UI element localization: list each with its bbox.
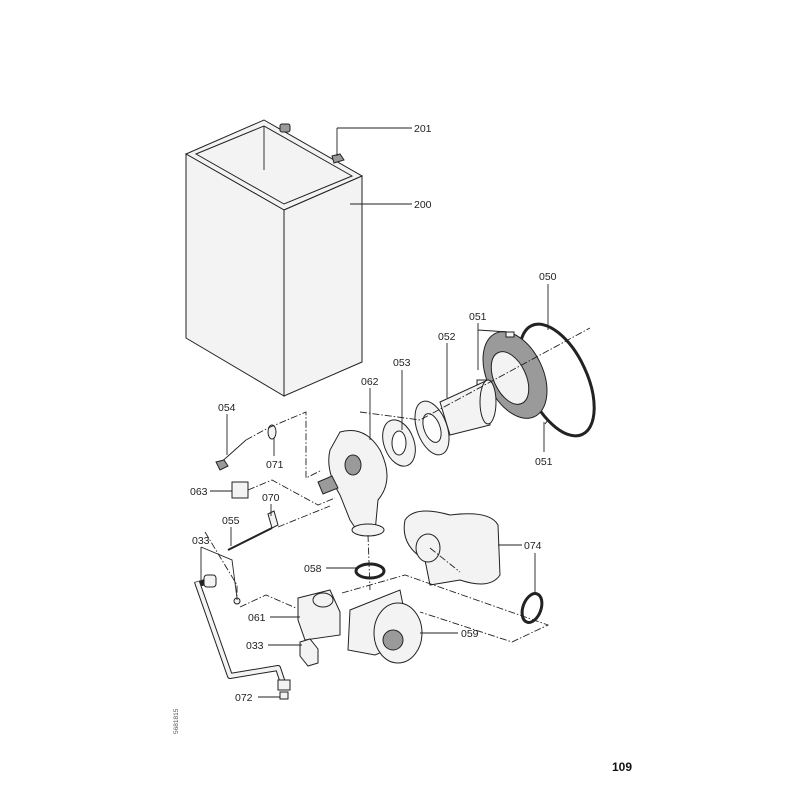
page-number: 109 xyxy=(612,760,632,774)
air-intake-pipe-part-074 xyxy=(403,510,501,586)
label-055: 055 xyxy=(222,515,240,527)
label-200: 200 xyxy=(414,199,432,211)
gasket-part-053 xyxy=(382,419,416,467)
document-number: 5681815 xyxy=(173,708,180,734)
label-071: 071 xyxy=(266,459,284,471)
label-058: 058 xyxy=(304,563,322,575)
leader-lines xyxy=(200,127,549,698)
ionisation-electrode-part-055 xyxy=(227,510,279,551)
label-072: 072 xyxy=(235,692,253,704)
mixing-housing-part-062 xyxy=(317,430,388,537)
label-051-bottom: 051 xyxy=(535,456,553,468)
burner-door-part-051 xyxy=(476,331,549,425)
label-053: 053 xyxy=(393,357,411,369)
label-033-bottom: 033 xyxy=(246,640,264,652)
label-059: 059 xyxy=(461,628,479,640)
assembly-lines xyxy=(204,327,591,643)
clip-part-033 xyxy=(299,638,319,667)
label-074: 074 xyxy=(524,540,542,552)
label-033-top: 033 xyxy=(192,535,210,547)
gasket-part-058 xyxy=(354,562,386,580)
label-051-top: 051 xyxy=(469,311,487,323)
label-063: 063 xyxy=(190,486,208,498)
label-050: 050 xyxy=(539,271,557,283)
label-062: 062 xyxy=(361,376,379,388)
ignition-electrode-part-054 xyxy=(215,439,247,471)
label-054: 054 xyxy=(218,402,236,414)
label-052: 052 xyxy=(438,331,456,343)
label-201: 201 xyxy=(414,123,432,135)
ignition-unit-part-063 xyxy=(231,481,249,499)
nut-part-072 xyxy=(279,691,289,700)
fan-part-059 xyxy=(347,589,423,664)
clip-part-201 xyxy=(279,123,345,164)
label-061: 061 xyxy=(248,612,266,624)
label-070: 070 xyxy=(262,492,280,504)
gas-valve-part-061 xyxy=(297,589,341,641)
seal-ring-part-074 xyxy=(520,592,544,624)
casing-part-200 xyxy=(184,119,364,397)
burner-tube-part-052 xyxy=(414,379,497,456)
bracket-part-071 xyxy=(267,424,277,440)
